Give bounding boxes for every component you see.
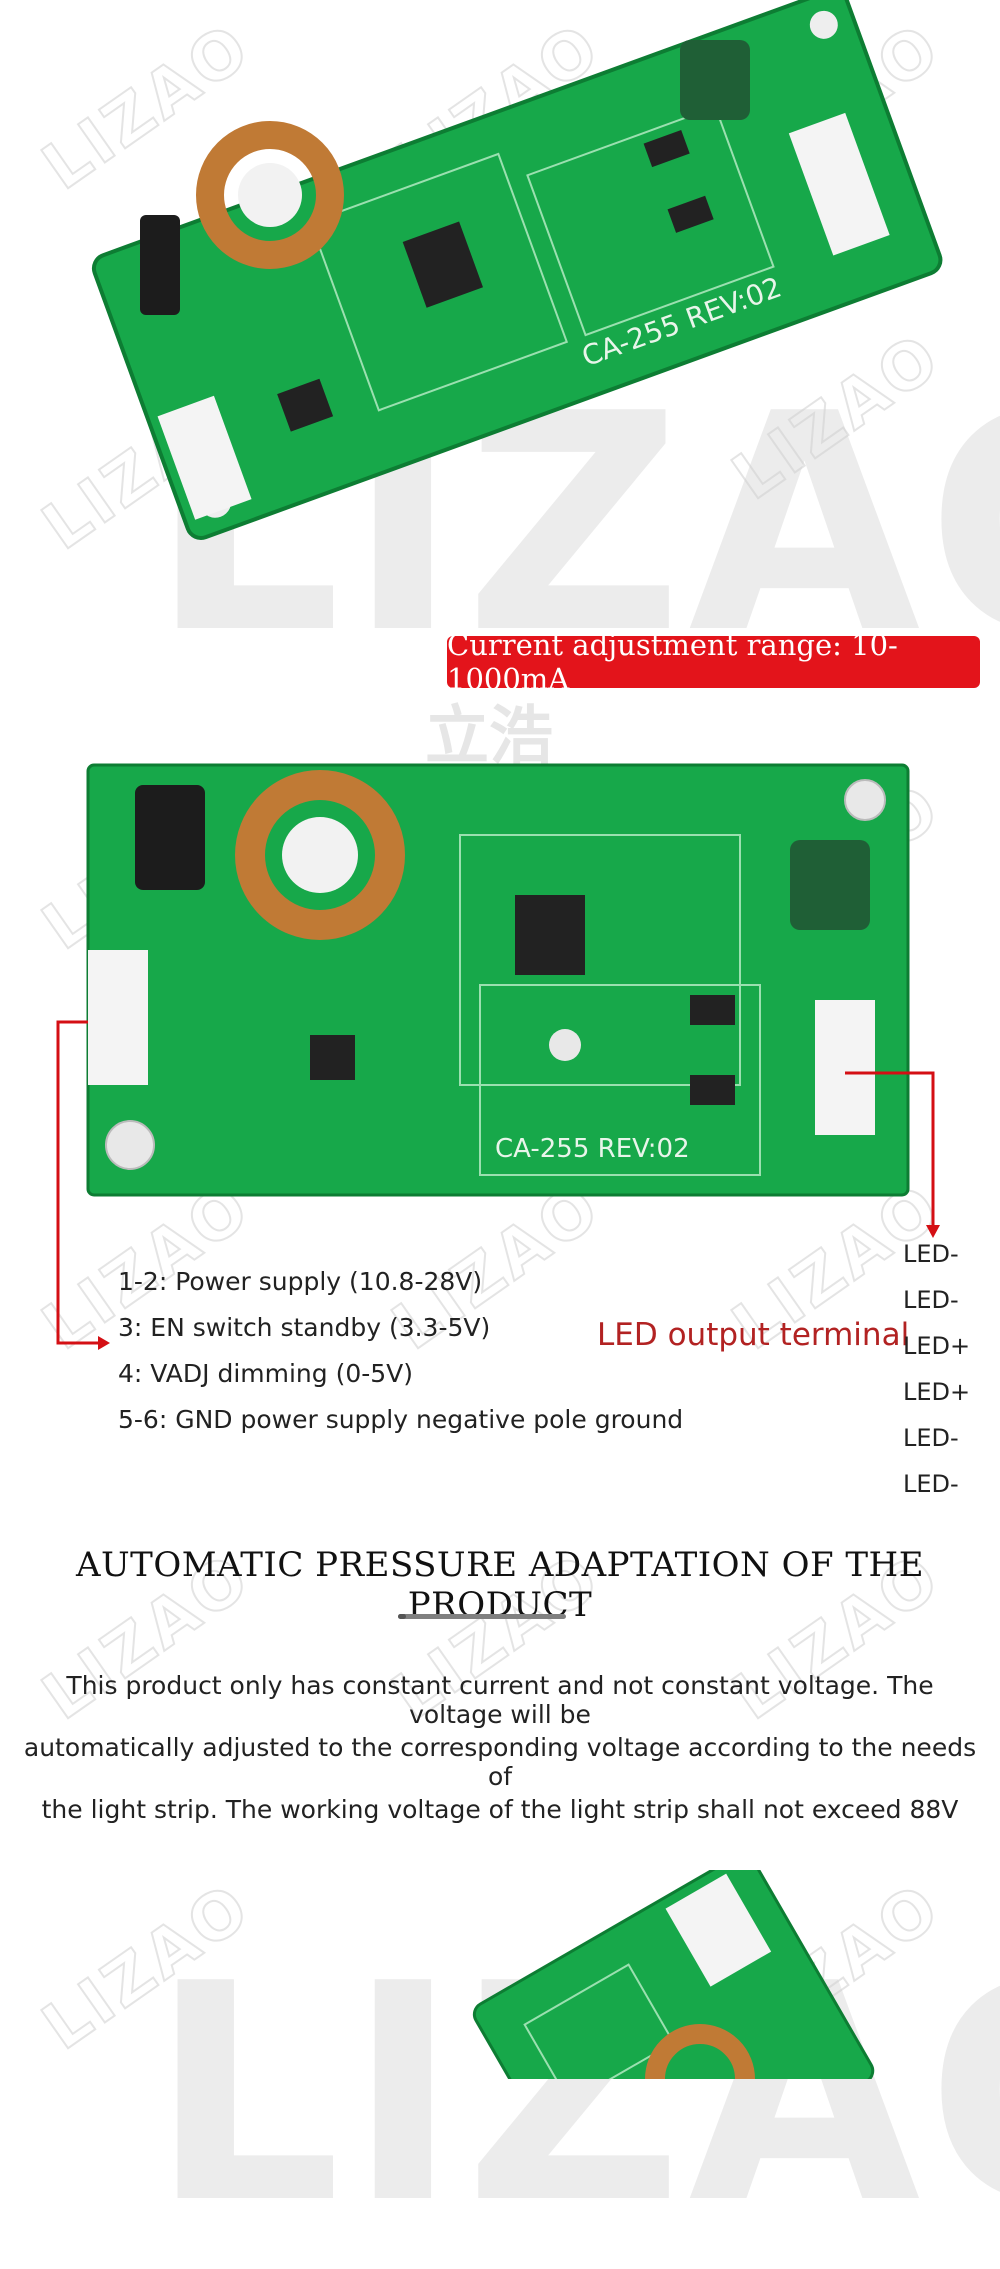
heading-divider-dot — [398, 1614, 406, 1619]
pin-desc-power: 1-2: Power supply (10.8-28V) — [118, 1267, 483, 1296]
callout-arrows — [56, 1020, 940, 1350]
led-pin-label: LED+ — [903, 1378, 971, 1406]
section-heading: AUTOMATIC PRESSURE ADAPTATION OF THE PRO… — [75, 1545, 925, 1625]
led-pin-label: LED+ — [903, 1332, 971, 1360]
cn-watermark: 立浩 — [425, 700, 553, 774]
pcb-photo-bottom — [472, 1870, 875, 2079]
pin-desc-gnd: 5-6: GND power supply negative pole grou… — [118, 1405, 684, 1434]
pcb-photo-flat: CA-255 REV:02 — [86, 763, 910, 1197]
pin-desc-vadj: 4: VADJ dimming (0-5V) — [118, 1359, 414, 1388]
led-pin-label: LED- — [903, 1470, 959, 1498]
description-line-3: the light strip. The working voltage of … — [41, 1795, 959, 1824]
description-line-1: This product only has constant current a… — [66, 1671, 934, 1729]
pcb-photo-angled: CA-255 REV:02 — [91, 0, 943, 540]
description-line-2: automatically adjusted to the correspond… — [23, 1733, 977, 1791]
output-terminal-title: LED output terminal — [597, 1317, 910, 1353]
board-label-mid: CA-255 REV:02 — [495, 1134, 690, 1164]
led-pin-label: LED- — [903, 1286, 959, 1314]
pin-desc-en: 3: EN switch standby (3.3-5V) — [118, 1313, 491, 1342]
led-pin-label: LED- — [903, 1240, 959, 1268]
heading-divider — [398, 1614, 566, 1619]
led-pin-label: LED- — [903, 1424, 959, 1452]
